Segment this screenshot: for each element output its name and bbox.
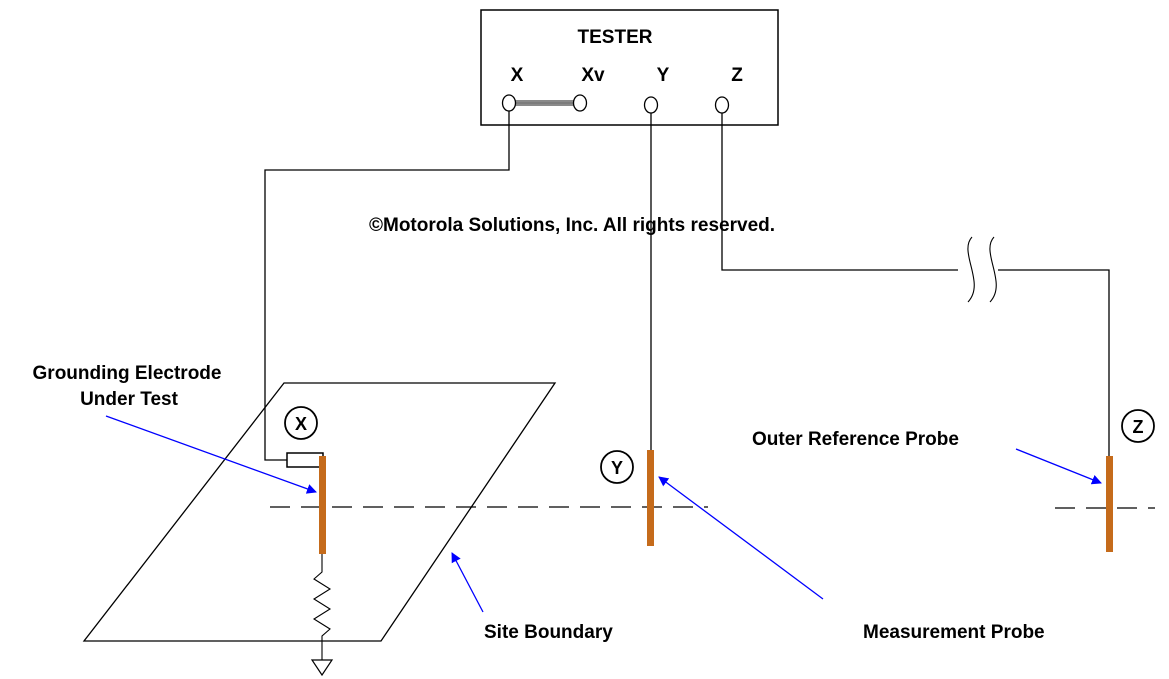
outer-reference-probe-arrow (1015, 448, 1102, 485)
tester-unit: TESTER X Xv Y Z (480, 9, 779, 126)
marker-z: Z (1121, 409, 1155, 443)
terminal-xv-post[interactable] (572, 94, 588, 112)
wire-x (264, 111, 510, 461)
terminal-z-post[interactable] (714, 96, 730, 114)
outer-reference-probe-rod (1106, 456, 1113, 552)
outer-reference-probe-label: Outer Reference Probe (752, 429, 959, 450)
site-boundary-outline (82, 382, 557, 642)
electrode-clamp (286, 452, 324, 468)
terminal-x-post[interactable] (501, 94, 517, 112)
terminal-label-y: Y (657, 65, 670, 86)
terminal-label-x: X (511, 65, 524, 86)
earth-resistance-symbol (310, 554, 334, 677)
wire-break-mark (958, 236, 998, 303)
marker-x: X (284, 406, 318, 440)
copyright-notice: ©Motorola Solutions, Inc. All rights res… (369, 215, 775, 236)
grounding-electrode-rod (319, 456, 326, 554)
terminal-label-z: Z (731, 65, 743, 86)
marker-y: Y (600, 450, 634, 484)
grounding-electrode-label-line1: Grounding Electrode (33, 363, 222, 384)
earth-ground-icon (310, 659, 334, 677)
wire-z (721, 113, 1110, 456)
measurement-probe-arrow (658, 476, 824, 600)
measurement-probe-rod (647, 450, 654, 546)
measurement-probe-label: Measurement Probe (863, 622, 1045, 643)
terminal-label-xv: Xv (581, 65, 605, 86)
marker-x-label: X (295, 414, 307, 434)
marker-z-label: Z (1133, 417, 1144, 437)
site-boundary-label: Site Boundary (484, 622, 613, 643)
terminal-y-post[interactable] (643, 96, 659, 114)
tester-title: TESTER (578, 27, 653, 48)
grounding-electrode-label-line2: Under Test (80, 389, 179, 410)
grounding-electrode-arrow (105, 415, 317, 494)
marker-y-label: Y (611, 458, 623, 478)
site-boundary-arrow (451, 552, 484, 613)
